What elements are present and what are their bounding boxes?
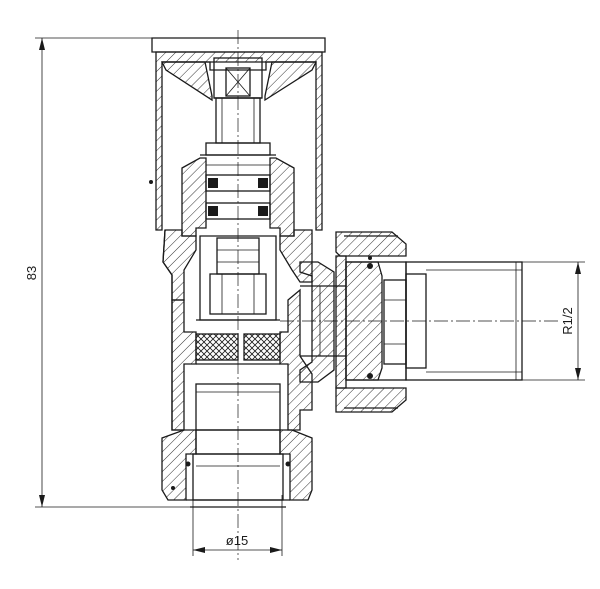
center-lines bbox=[237, 30, 560, 560]
height-label: 83 bbox=[24, 266, 39, 280]
thread-label: R1/2 bbox=[560, 307, 575, 334]
outlet-union bbox=[299, 231, 523, 413]
pipe-diameter-dimension: ø15 bbox=[192, 495, 283, 556]
compression-nut bbox=[161, 383, 313, 508]
spindle bbox=[200, 97, 276, 156]
valve-body bbox=[162, 229, 313, 431]
pipe-diameter-label: ø15 bbox=[226, 533, 248, 548]
thread-dimension: R1/2 bbox=[520, 261, 585, 381]
height-dimension: 83 bbox=[24, 37, 190, 508]
valve-cap bbox=[149, 37, 372, 490]
